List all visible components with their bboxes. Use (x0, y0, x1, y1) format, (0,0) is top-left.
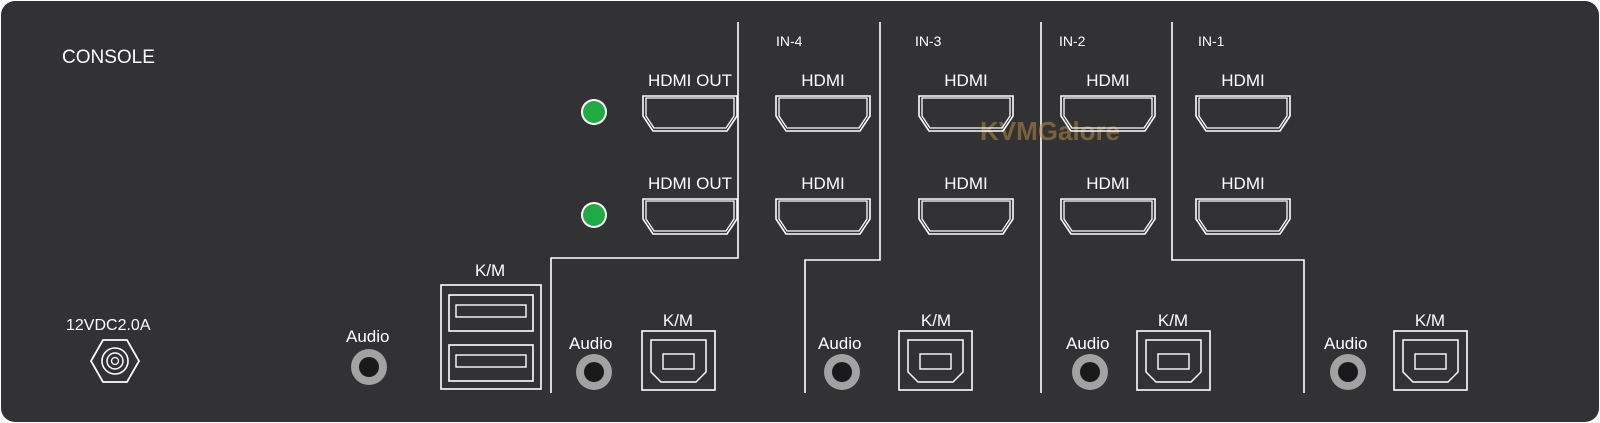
usb-b-port[interactable] (1136, 330, 1211, 391)
console-hdmi-out-1: HDMI OUT (581, 71, 738, 132)
audio-label: Audio (1066, 334, 1109, 353)
audio-jack[interactable] (1072, 354, 1108, 390)
km-label: K/M (1158, 311, 1188, 330)
section-dividers (550, 22, 1305, 393)
power-label: 12VDC2.0A (66, 317, 151, 334)
km-label: K/M (663, 311, 693, 330)
hdmi-label-a: HDMI (801, 71, 844, 90)
hdmi-out-label-1: HDMI OUT (648, 71, 732, 90)
hdmi-label-b: HDMI (1221, 174, 1264, 193)
status-led-2 (581, 202, 607, 228)
usb-b-port[interactable] (1393, 330, 1468, 391)
hdmi-label-b: HDMI (944, 174, 987, 193)
console-hdmi-out-2: HDMI OUT (581, 174, 738, 235)
hdmi-label-b: HDMI (801, 174, 844, 193)
audio-label: Audio (818, 334, 861, 353)
console-km: K/M (440, 261, 542, 390)
input-in-1: IN-1 HDMI HDMI Audio K/M (1195, 33, 1468, 391)
input-name: IN-2 (1059, 33, 1086, 49)
audio-label: Audio (569, 334, 612, 353)
hdmi-out-label-2: HDMI OUT (648, 174, 732, 193)
hdmi-label-b: HDMI (1086, 174, 1129, 193)
audio-label: Audio (1324, 334, 1367, 353)
input-name: IN-3 (915, 33, 942, 49)
audio-jack[interactable] (1330, 354, 1366, 390)
usb-b-port[interactable] (898, 330, 973, 391)
console-label: CONSOLE (62, 47, 155, 68)
dc-power-jack[interactable] (89, 339, 141, 383)
console-km-label: K/M (475, 261, 505, 280)
status-led-1 (581, 99, 607, 125)
console-audio: Audio (346, 327, 389, 385)
input-in-2: IN-2 HDMI HDMI Audio K/M (1059, 33, 1211, 391)
km-usb-frame (440, 284, 542, 390)
power-section: 12VDC2.0A (66, 317, 151, 383)
input-in-3: IN-3 HDMI HDMI Audio K/M (818, 33, 1014, 391)
audio-jack[interactable] (824, 354, 860, 390)
hdmi-label-a: HDMI (1221, 71, 1264, 90)
input-name: IN-4 (776, 33, 803, 49)
input-in-4: IN-4 HDMI HDMI Audio K/M (569, 33, 871, 391)
usb-a-port-top[interactable] (448, 294, 534, 332)
hdmi-label-a: HDMI (1086, 71, 1129, 90)
console-audio-label: Audio (346, 327, 389, 346)
usb-a-port-bottom[interactable] (448, 344, 534, 382)
console-audio-jack[interactable] (351, 349, 387, 385)
km-label: K/M (921, 311, 951, 330)
hdmi-label-a: HDMI (944, 71, 987, 90)
usb-b-port[interactable] (641, 330, 716, 391)
input-name: IN-1 (1198, 33, 1225, 49)
km-label: K/M (1415, 311, 1445, 330)
audio-jack[interactable] (576, 354, 612, 390)
